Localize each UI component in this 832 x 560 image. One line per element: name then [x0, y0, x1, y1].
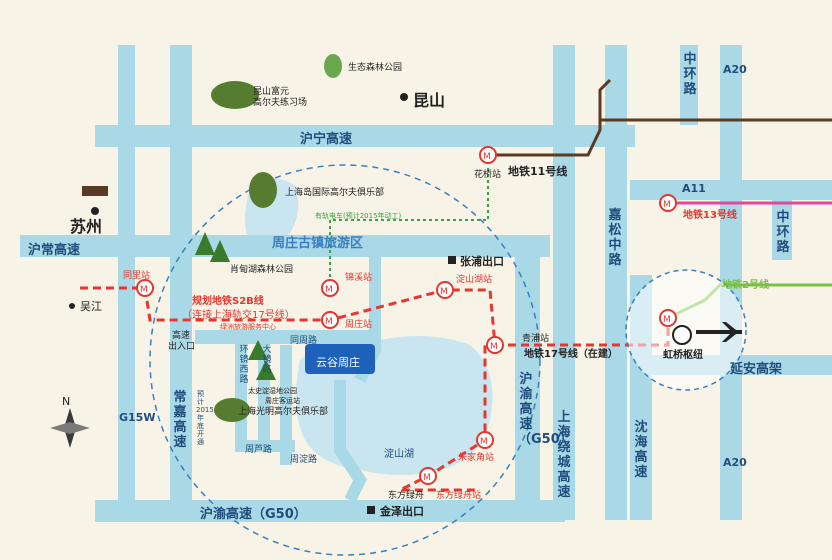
compass-icon: N [50, 395, 90, 448]
road-zhoudian [334, 380, 367, 503]
station-tongli-icon[interactable]: M [136, 279, 154, 297]
svg-text:M: M [490, 342, 498, 352]
airplane-icon [696, 322, 742, 342]
road-g15w [118, 45, 135, 520]
jinze-exit-marker [367, 506, 375, 514]
road-huyu-right [515, 255, 540, 520]
svg-text:M: M [480, 437, 488, 447]
road-huchang [20, 235, 550, 257]
svg-text:M: M [423, 473, 431, 483]
station-qingpu-icon[interactable]: M [486, 336, 504, 354]
tram-line [329, 168, 489, 285]
rail-icon [672, 325, 692, 345]
station-dianshanhu-icon[interactable]: M [436, 281, 454, 299]
svg-text:M: M [663, 315, 671, 325]
svg-text:M: M [483, 152, 491, 162]
compass-north: N [62, 395, 70, 408]
road-huning [95, 125, 635, 147]
station-jinxi-icon[interactable]: M [321, 279, 339, 297]
zhangpu-exit-marker [448, 256, 456, 264]
road-tongzhou [195, 330, 375, 344]
brand-name: 云谷周庄 [316, 355, 360, 369]
suzhou-landmark-icon [82, 186, 108, 196]
road-jiasong [605, 45, 627, 520]
guangming-golf-green-icon [214, 398, 250, 422]
station-line13-icon[interactable]: M [659, 194, 677, 212]
station-zhouzhuang-icon[interactable]: M [321, 311, 339, 329]
metro-line-11 [488, 78, 612, 157]
road-zhonghuan [680, 45, 698, 125]
svg-text:M: M [140, 285, 148, 295]
forest-park-trees-icon [195, 232, 230, 262]
road-a20 [720, 45, 742, 520]
zhouzhuang-tourism-zone [149, 164, 541, 556]
wujiang-dot [69, 303, 75, 309]
brand-logo[interactable] [305, 344, 375, 374]
station-dongfang-icon[interactable]: M [419, 467, 437, 485]
station-huaqiao-icon[interactable]: M [479, 146, 497, 164]
svg-text:M: M [325, 317, 333, 327]
road-changjia [170, 45, 192, 520]
suzhou-dot [91, 207, 99, 215]
station-zhujiajiao-icon[interactable]: M [476, 431, 494, 449]
svg-text:M: M [325, 285, 333, 295]
eco-forest-tree-icon [324, 54, 342, 78]
station-hongqiao-icon[interactable]: M [659, 309, 677, 327]
road-huanjing [235, 340, 247, 450]
dajing-trees-icon [248, 340, 276, 380]
road-shanghai-ring [553, 45, 575, 520]
golf-green-icon [211, 81, 259, 109]
road-zhoutou [280, 345, 292, 465]
road-zhonghuan-right [772, 200, 792, 260]
kunshan-dot [400, 93, 408, 101]
island-golf-green-icon [249, 172, 277, 208]
road-huyu-bottom [95, 500, 565, 522]
svg-text:M: M [440, 287, 448, 297]
svg-text:M: M [663, 200, 671, 210]
road-a11 [630, 180, 832, 200]
